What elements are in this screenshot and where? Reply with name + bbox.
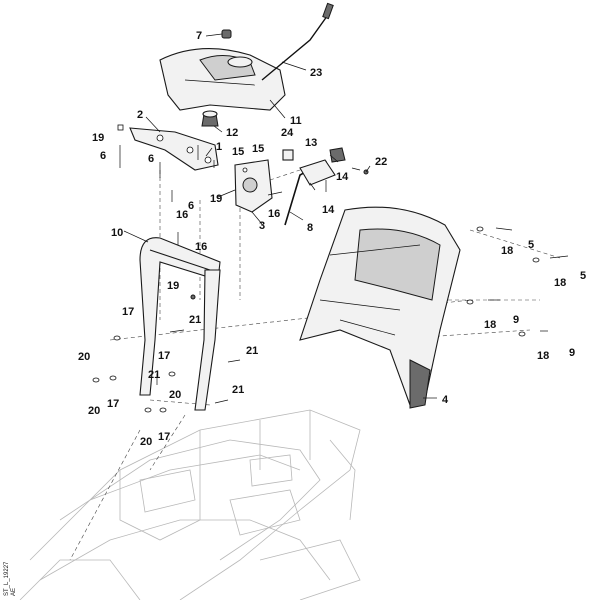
callout-20: 20 <box>88 405 100 417</box>
callout-20: 20 <box>78 351 90 363</box>
clip-part <box>329 147 346 163</box>
callout-19: 19 <box>210 193 222 205</box>
callout-14: 14 <box>322 204 335 216</box>
cap-part <box>221 29 232 39</box>
handlebar-frame <box>139 237 221 411</box>
callout-19: 19 <box>92 132 104 144</box>
callout-1: 1 <box>216 141 222 153</box>
callout-16: 16 <box>195 241 207 253</box>
knob-part <box>201 110 219 127</box>
dashboard-cover <box>159 48 286 111</box>
callout-18: 18 <box>554 277 566 289</box>
callout-19: 19 <box>167 280 179 292</box>
callout-9: 9 <box>513 314 519 326</box>
callout-6: 6 <box>100 150 106 162</box>
lever-part <box>282 149 336 226</box>
callout-16: 16 <box>176 209 188 221</box>
callout-17: 17 <box>158 431 170 443</box>
callout-5: 5 <box>580 270 586 282</box>
leader-lines <box>123 33 437 399</box>
discharge-chute <box>299 206 461 409</box>
callout-20: 20 <box>140 436 152 448</box>
drawing-id-suffix: AE <box>11 588 17 596</box>
drawing-id: ST_L_19227 <box>4 561 10 596</box>
callout-21: 21 <box>246 345 258 357</box>
tractor-frame-ghost <box>19 409 361 600</box>
drawing-id-block: ST_L_19227 AE <box>4 561 17 596</box>
callout-17: 17 <box>158 350 170 362</box>
callout-labels: 7 23 11 2 12 19 6 6 1 15 15 24 13 22 14 … <box>78 30 586 448</box>
callout-16: 16 <box>268 208 280 220</box>
callout-6: 6 <box>188 200 194 212</box>
callout-13: 13 <box>305 137 317 149</box>
callout-22: 22 <box>375 156 387 168</box>
callout-18: 18 <box>484 319 496 331</box>
callout-2: 2 <box>137 109 143 121</box>
callout-17: 17 <box>107 398 119 410</box>
throttle-cable <box>261 2 334 81</box>
callout-12: 12 <box>226 127 238 139</box>
bracket-part <box>129 127 219 171</box>
callout-18: 18 <box>537 350 549 362</box>
callout-21: 21 <box>148 369 160 381</box>
callout-9: 9 <box>569 347 575 359</box>
callout-7: 7 <box>196 30 202 42</box>
callout-6: 6 <box>148 153 154 165</box>
callout-20: 20 <box>169 389 181 401</box>
callout-3: 3 <box>259 220 265 232</box>
switch-plate <box>234 159 273 213</box>
callout-4: 4 <box>442 394 449 406</box>
fasteners <box>92 124 569 413</box>
callout-14: 14 <box>336 171 349 183</box>
callout-11: 11 <box>290 115 302 127</box>
callout-17: 17 <box>122 306 134 318</box>
callout-18: 18 <box>501 245 513 257</box>
callout-21: 21 <box>232 384 244 396</box>
callout-15: 15 <box>232 146 244 158</box>
callout-21: 21 <box>189 314 201 326</box>
callout-5: 5 <box>528 239 534 251</box>
callout-8: 8 <box>307 222 313 234</box>
callout-23: 23 <box>310 67 322 79</box>
callout-10: 10 <box>111 227 123 239</box>
callout-24: 24 <box>281 127 294 139</box>
callout-15: 15 <box>252 143 264 155</box>
